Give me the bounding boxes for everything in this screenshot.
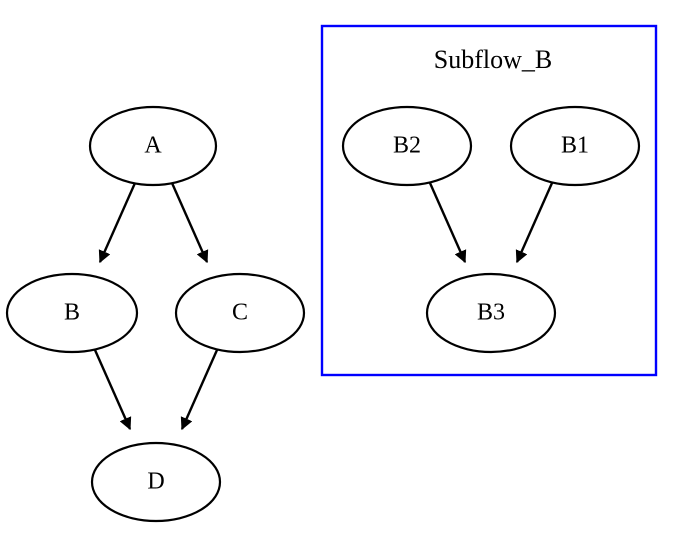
edge-c-to-d[interactable] xyxy=(180,349,219,431)
edge-b2-to-b3[interactable] xyxy=(428,182,467,264)
node-label-b1: B1 xyxy=(561,133,589,159)
node-shape-b xyxy=(5,272,139,354)
cluster-label-subflow-b: Subflow_B xyxy=(434,45,552,74)
node-b1[interactable]: B1 xyxy=(509,105,641,187)
node-b3[interactable]: B3 xyxy=(425,272,557,354)
node-b2[interactable]: B2 xyxy=(341,105,473,187)
node-label-b2: B2 xyxy=(393,133,421,159)
node-d[interactable]: D xyxy=(90,441,222,523)
node-shape-c xyxy=(174,272,306,354)
edge-group xyxy=(93,182,554,431)
node-shape-d xyxy=(90,441,222,523)
edge-a-to-b[interactable] xyxy=(98,182,137,264)
node-label-a: A xyxy=(144,133,162,159)
node-b[interactable]: B xyxy=(5,272,139,354)
cluster-subflow-b[interactable]: Subflow_B xyxy=(320,24,658,377)
node-shape-b3 xyxy=(425,272,557,354)
node-shape-a xyxy=(88,105,218,187)
node-label-c: C xyxy=(232,300,248,326)
node-c[interactable]: C xyxy=(174,272,306,354)
cluster-border xyxy=(320,24,658,377)
node-label-b3: B3 xyxy=(477,300,505,326)
edge-b-to-d[interactable] xyxy=(93,349,132,431)
node-shape-b2 xyxy=(341,105,473,187)
node-a[interactable]: A xyxy=(88,105,218,187)
node-group: A B C D B2 B1 xyxy=(5,105,641,523)
node-shape-b1 xyxy=(509,105,641,187)
node-label-b: B xyxy=(64,300,80,326)
edge-b1-to-b3[interactable] xyxy=(515,182,554,264)
edge-a-to-c[interactable] xyxy=(170,182,209,264)
node-label-d: D xyxy=(147,469,164,495)
